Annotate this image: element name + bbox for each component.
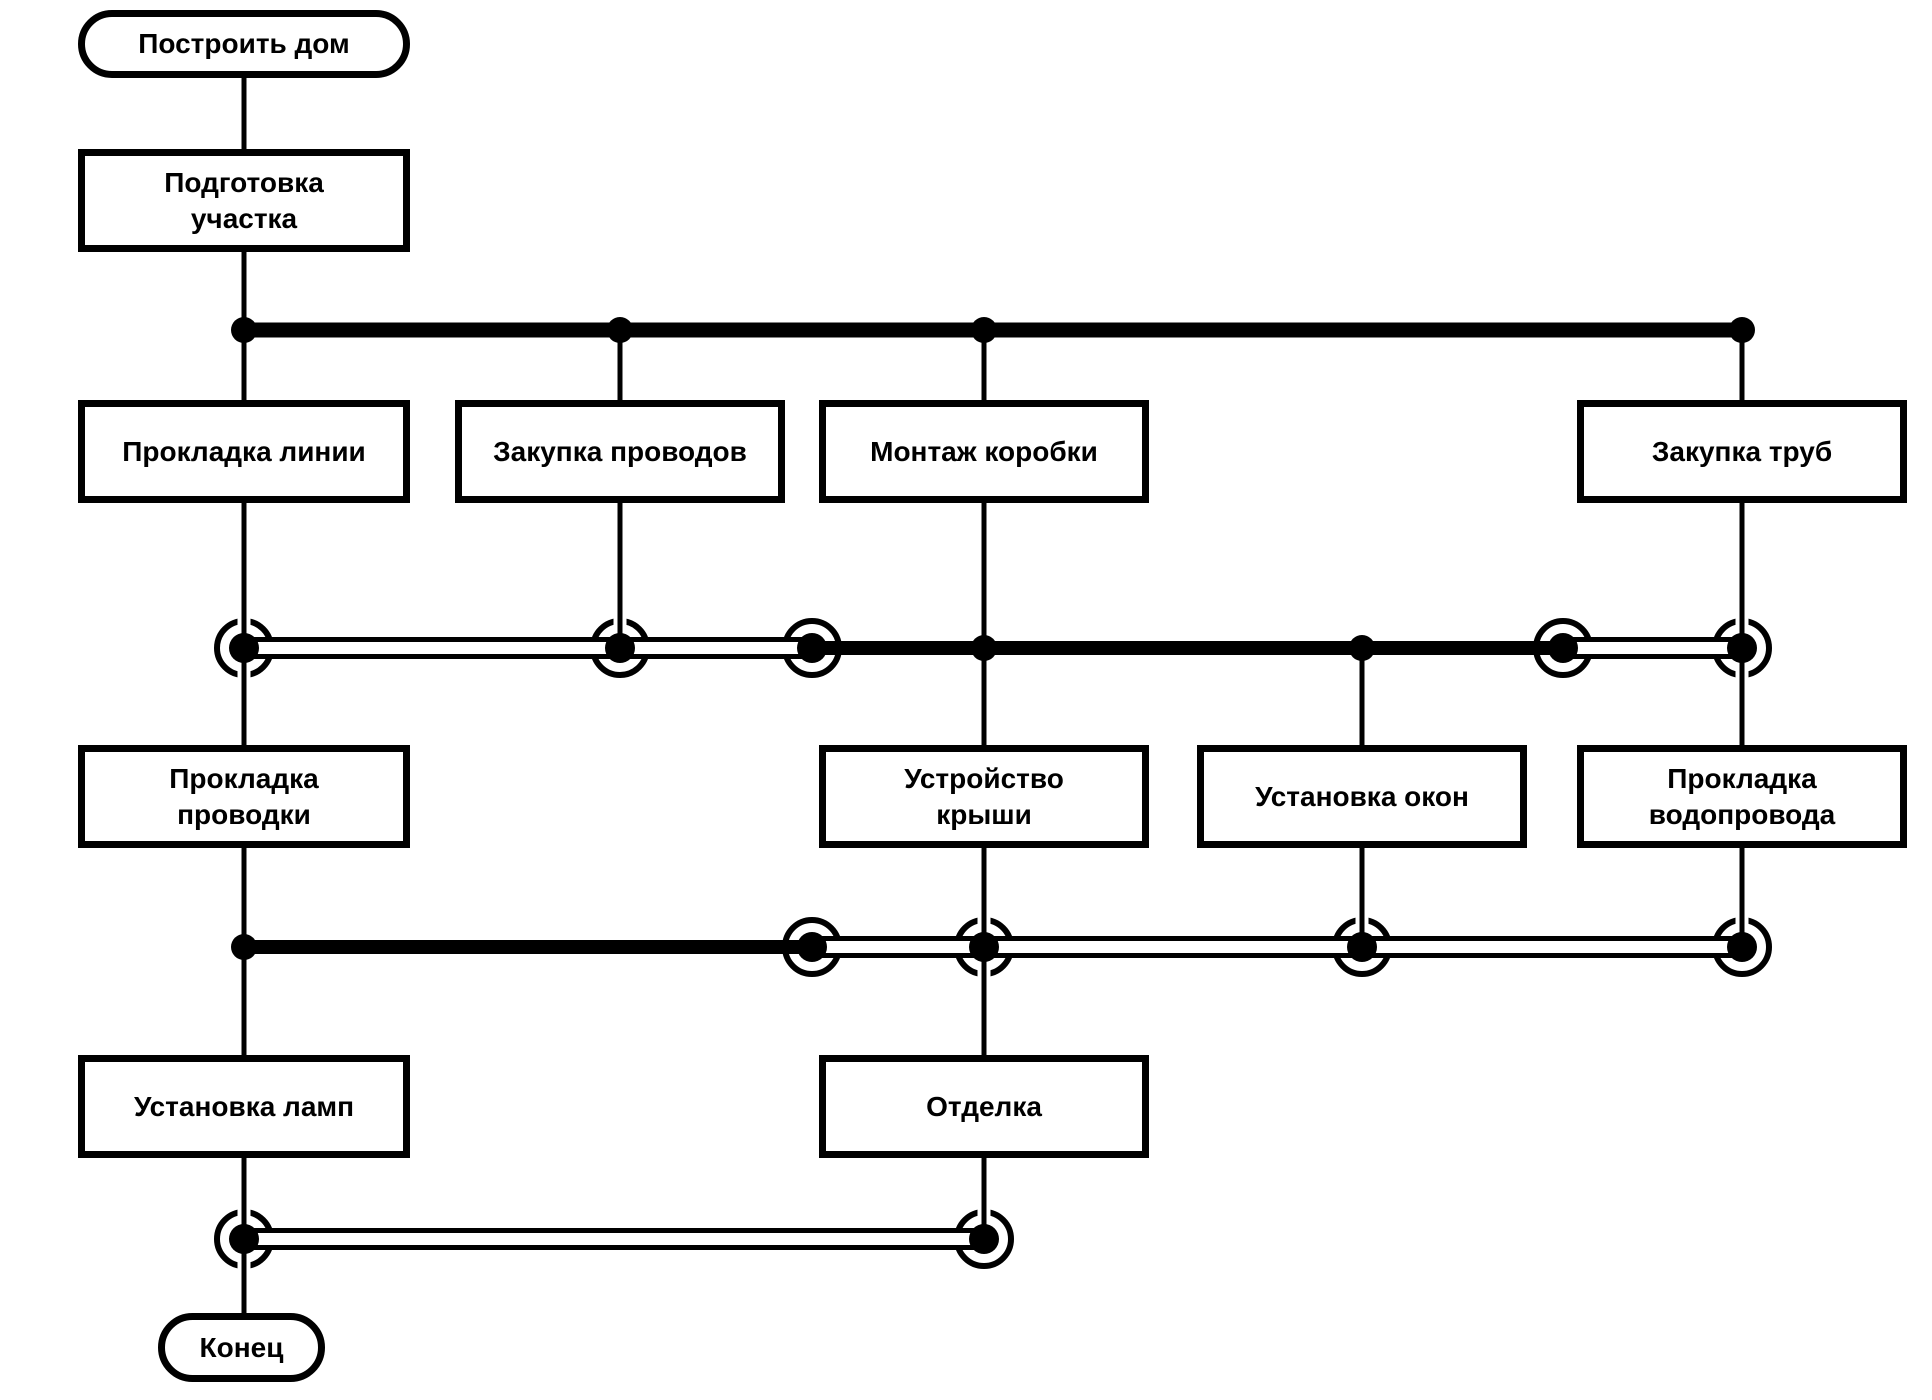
- node-pipe-purchase: Закупка труб: [1577, 400, 1907, 503]
- double-rail-links: [244, 637, 1742, 1250]
- milestone-dot: [1548, 633, 1578, 663]
- node-roofing: Устройство крыши: [819, 745, 1149, 848]
- junction-dot: [1349, 635, 1375, 661]
- node-lamp-installation: Установка ламп: [78, 1055, 410, 1158]
- junction-dot: [231, 934, 257, 960]
- node-finishing: Отделка: [819, 1055, 1149, 1158]
- bar-junction-dot: [1729, 317, 1755, 343]
- milestone-dot: [969, 932, 999, 962]
- node-end: Конец: [158, 1313, 325, 1382]
- node-label: Установка ламп: [133, 1090, 355, 1122]
- milestone-dot: [1727, 932, 1757, 962]
- node-window-installation: Установка окон: [1197, 745, 1527, 848]
- node-label-line: проводки: [177, 798, 311, 830]
- node-label: Закупка проводов: [493, 435, 747, 467]
- milestone-dot: [229, 1224, 259, 1254]
- bar-junction-dot: [971, 317, 997, 343]
- thick-links: [244, 641, 1563, 954]
- node-label: Прокладка линии: [122, 435, 366, 467]
- milestone-dot: [605, 633, 635, 663]
- node-label: Отделка: [926, 1090, 1042, 1122]
- milestone-dot: [1727, 633, 1757, 663]
- bar-junction-dot: [607, 317, 633, 343]
- node-line-laying: Прокладка линии: [78, 400, 410, 503]
- node-box-mounting: Монтаж коробки: [819, 400, 1149, 503]
- node-site-preparation: Подготовка участка: [78, 149, 410, 252]
- node-label-line: Прокладка: [169, 762, 319, 794]
- milestone-dot: [797, 932, 827, 962]
- node-label: Построить дом: [138, 28, 350, 60]
- node-label: Установка окон: [1255, 780, 1469, 812]
- node-label: Монтаж коробки: [870, 435, 1098, 467]
- node-wire-purchase: Закупка проводов: [455, 400, 785, 503]
- junction-dot: [971, 635, 997, 661]
- node-label-line: Устройство: [904, 762, 1064, 794]
- milestone-dot: [229, 633, 259, 663]
- node-label-line: крыши: [936, 798, 1032, 830]
- node-label-line: Прокладка: [1667, 762, 1817, 794]
- milestone-dot: [969, 1224, 999, 1254]
- node-label: Закупка труб: [1651, 435, 1833, 467]
- junction-dots: [231, 635, 1375, 960]
- node-wiring: Прокладка проводки: [78, 745, 410, 848]
- node-start: Построить дом: [78, 10, 410, 78]
- milestone-dots: [229, 633, 1757, 1254]
- node-label-line: водопровода: [1648, 798, 1836, 830]
- and-split-bar: [231, 317, 1755, 343]
- node-label: Конец: [199, 1331, 284, 1363]
- node-label-line: Подготовка: [164, 166, 324, 198]
- milestone-dot: [797, 633, 827, 663]
- milestone-dot: [1347, 932, 1377, 962]
- node-plumbing: Прокладка водопровода: [1577, 745, 1907, 848]
- bar-junction-dot: [231, 317, 257, 343]
- node-label-line: участка: [190, 202, 298, 234]
